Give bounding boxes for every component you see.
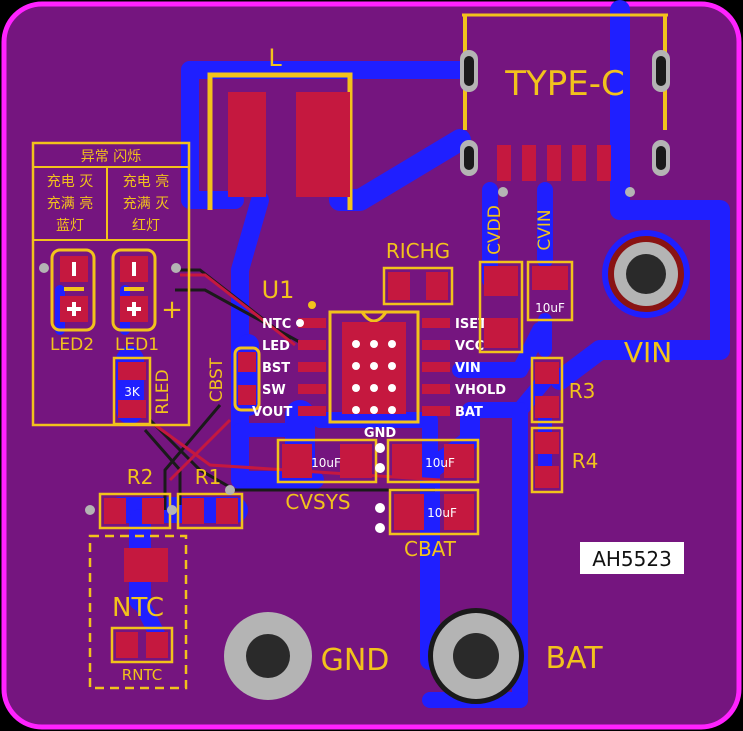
r4-label: R4: [572, 449, 599, 473]
gnd-label: GND: [321, 643, 390, 678]
rled-value: 3K: [124, 385, 141, 399]
type-c-connector: TYPE-C: [460, 13, 670, 197]
pin-bst: BST: [262, 361, 290, 376]
table-col2-row1: 充电 亮: [123, 173, 169, 190]
u1-ic: U1 NTC LED BST SW VOUT ISET: [252, 276, 506, 441]
rntc-label: RNTC: [122, 666, 162, 684]
vin-label: VIN: [624, 336, 672, 369]
led1-label: LED1: [115, 335, 159, 355]
ntc-footprint: NTC RNTC: [88, 534, 188, 690]
table-col1-row2: 充满 亮: [47, 195, 93, 212]
cvdd-label: CVDD: [485, 205, 505, 255]
cvsys-label: CVSYS: [285, 490, 350, 514]
pin-led: LED: [262, 339, 290, 354]
pin-vhold: VHOLD: [455, 383, 506, 398]
table-col2-row2: 充满 灭: [123, 196, 169, 212]
led1: LED1 +: [111, 248, 183, 355]
cvin-label: CVIN: [535, 209, 555, 250]
gnd-terminal: GND: [224, 612, 389, 700]
vin-terminal: VIN: [602, 230, 690, 369]
type-c-label: TYPE-C: [504, 64, 625, 104]
table-col1-row3: 蓝灯: [56, 218, 84, 234]
gnd-vias: [375, 443, 385, 533]
r1-resistor: R1: [176, 465, 244, 530]
cvdd-capacitor: CVDD: [478, 205, 524, 354]
cvsys-capacitor: 10uF 10uF CVSYS: [276, 438, 480, 514]
pin-gnd: GND: [364, 426, 397, 441]
ntc-label: NTC: [112, 593, 164, 623]
inductor-l: L: [207, 44, 353, 210]
rled-resistor: 3K RLED: [112, 356, 173, 426]
richg-label: RICHG: [386, 239, 450, 263]
pin-iset: ISET: [455, 317, 487, 332]
cbat-label: CBAT: [404, 537, 457, 561]
part-number: AH5523: [592, 547, 672, 571]
bat-terminal: BAT: [428, 608, 603, 704]
led2-label: LED2: [50, 335, 94, 355]
cvsys-value-a: 10uF: [311, 456, 341, 470]
pin-vcc: VCC: [455, 339, 484, 354]
cvin-value: 10uF: [535, 301, 565, 315]
cbat-capacitor: 10uF CBAT: [388, 488, 480, 561]
r2-resistor: R2: [85, 465, 177, 530]
led1-plus-mark: +: [161, 295, 183, 325]
r3-resistor: R3: [530, 356, 596, 424]
pin-ntc: NTC: [262, 317, 291, 332]
cvin-capacitor: CVIN 10uF: [526, 209, 574, 322]
table-col1-row1: 充电 灭: [47, 174, 93, 190]
part-number-tag: AH5523: [580, 542, 684, 574]
cbst-label: CBST: [207, 357, 227, 402]
cbat-value: 10uF: [427, 506, 457, 520]
rled-label: RLED: [153, 369, 173, 414]
r1-label: R1: [195, 465, 222, 489]
u1-label: U1: [262, 276, 295, 304]
r3-label: R3: [569, 379, 596, 403]
richg-resistor: RICHG: [382, 239, 454, 306]
cbst-capacitor: CBST: [207, 346, 261, 412]
pin-sw: SW: [262, 383, 286, 398]
inductor-label: L: [268, 44, 282, 72]
bat-label: BAT: [545, 641, 603, 676]
led2: LED2: [39, 248, 96, 355]
r4-resistor: R4: [530, 426, 599, 494]
cvsys-value-b: 10uF: [425, 456, 455, 470]
pin-vin: VIN: [455, 361, 481, 376]
led-status-table: 异常 闪烁 充电 灭 充满 亮 蓝灯 充电 亮 充满 灭 红灯: [31, 141, 191, 427]
table-header: 异常 闪烁: [81, 149, 141, 165]
pin-vout: VOUT: [252, 405, 292, 420]
r2-label: R2: [127, 465, 154, 489]
table-col2-row3: 红灯: [132, 218, 160, 234]
pin-bat: BAT: [455, 405, 483, 420]
